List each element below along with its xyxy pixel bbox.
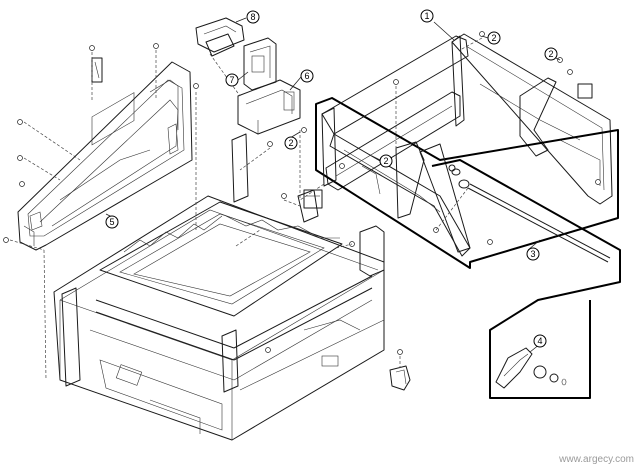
- callout-2-top: 2: [487, 31, 501, 45]
- upper-bracket-part-8: [195, 17, 245, 57]
- watermark-text: www.argecy.com: [558, 454, 634, 465]
- callout-2-middle: 2: [284, 136, 298, 150]
- callout-2-inner-label: 2: [383, 156, 388, 166]
- bracket-part-small: [297, 189, 319, 223]
- callout-4-label: 4: [537, 336, 542, 346]
- callout-leaders: [105, 17, 561, 353]
- rocker-part: [389, 365, 411, 391]
- callout-2-inner: 2: [379, 154, 393, 168]
- screw-set: [3, 31, 601, 355]
- callout-5-label: 5: [109, 217, 114, 227]
- gear-assembly-outline: [431, 159, 621, 399]
- guide-bracket-part-6: [237, 79, 301, 135]
- callout-8-label: 8: [250, 12, 255, 22]
- drive-shaft-part-3: [448, 164, 611, 263]
- left-side-panel: [17, 57, 193, 251]
- callout-2-top-label: 2: [491, 33, 496, 43]
- callout-5: 5: [105, 215, 119, 229]
- callout-1: 1: [420, 9, 434, 23]
- callout-3-label: 3: [530, 249, 535, 259]
- callout-4: 4: [533, 334, 547, 348]
- gear-lever-part-4: [495, 347, 567, 389]
- callout-1-label: 1: [424, 11, 429, 21]
- callout-2-middle-label: 2: [288, 138, 293, 148]
- inner-frame-assembly: [303, 35, 471, 257]
- callout-7: 7: [225, 73, 239, 87]
- main-base-frame: [53, 133, 385, 441]
- assembly-lead-lines: [9, 37, 483, 381]
- sensor-bracket-part-7: [243, 37, 277, 91]
- callout-2-right: 2: [544, 47, 558, 61]
- callout-8: 8: [246, 10, 260, 24]
- callout-2-right-label: 2: [548, 49, 553, 59]
- sub-assembly-outline: [315, 97, 619, 269]
- callout-6: 6: [300, 69, 314, 83]
- callout-3: 3: [526, 247, 540, 261]
- callout-6-label: 6: [304, 71, 309, 81]
- callout-7-label: 7: [229, 75, 234, 85]
